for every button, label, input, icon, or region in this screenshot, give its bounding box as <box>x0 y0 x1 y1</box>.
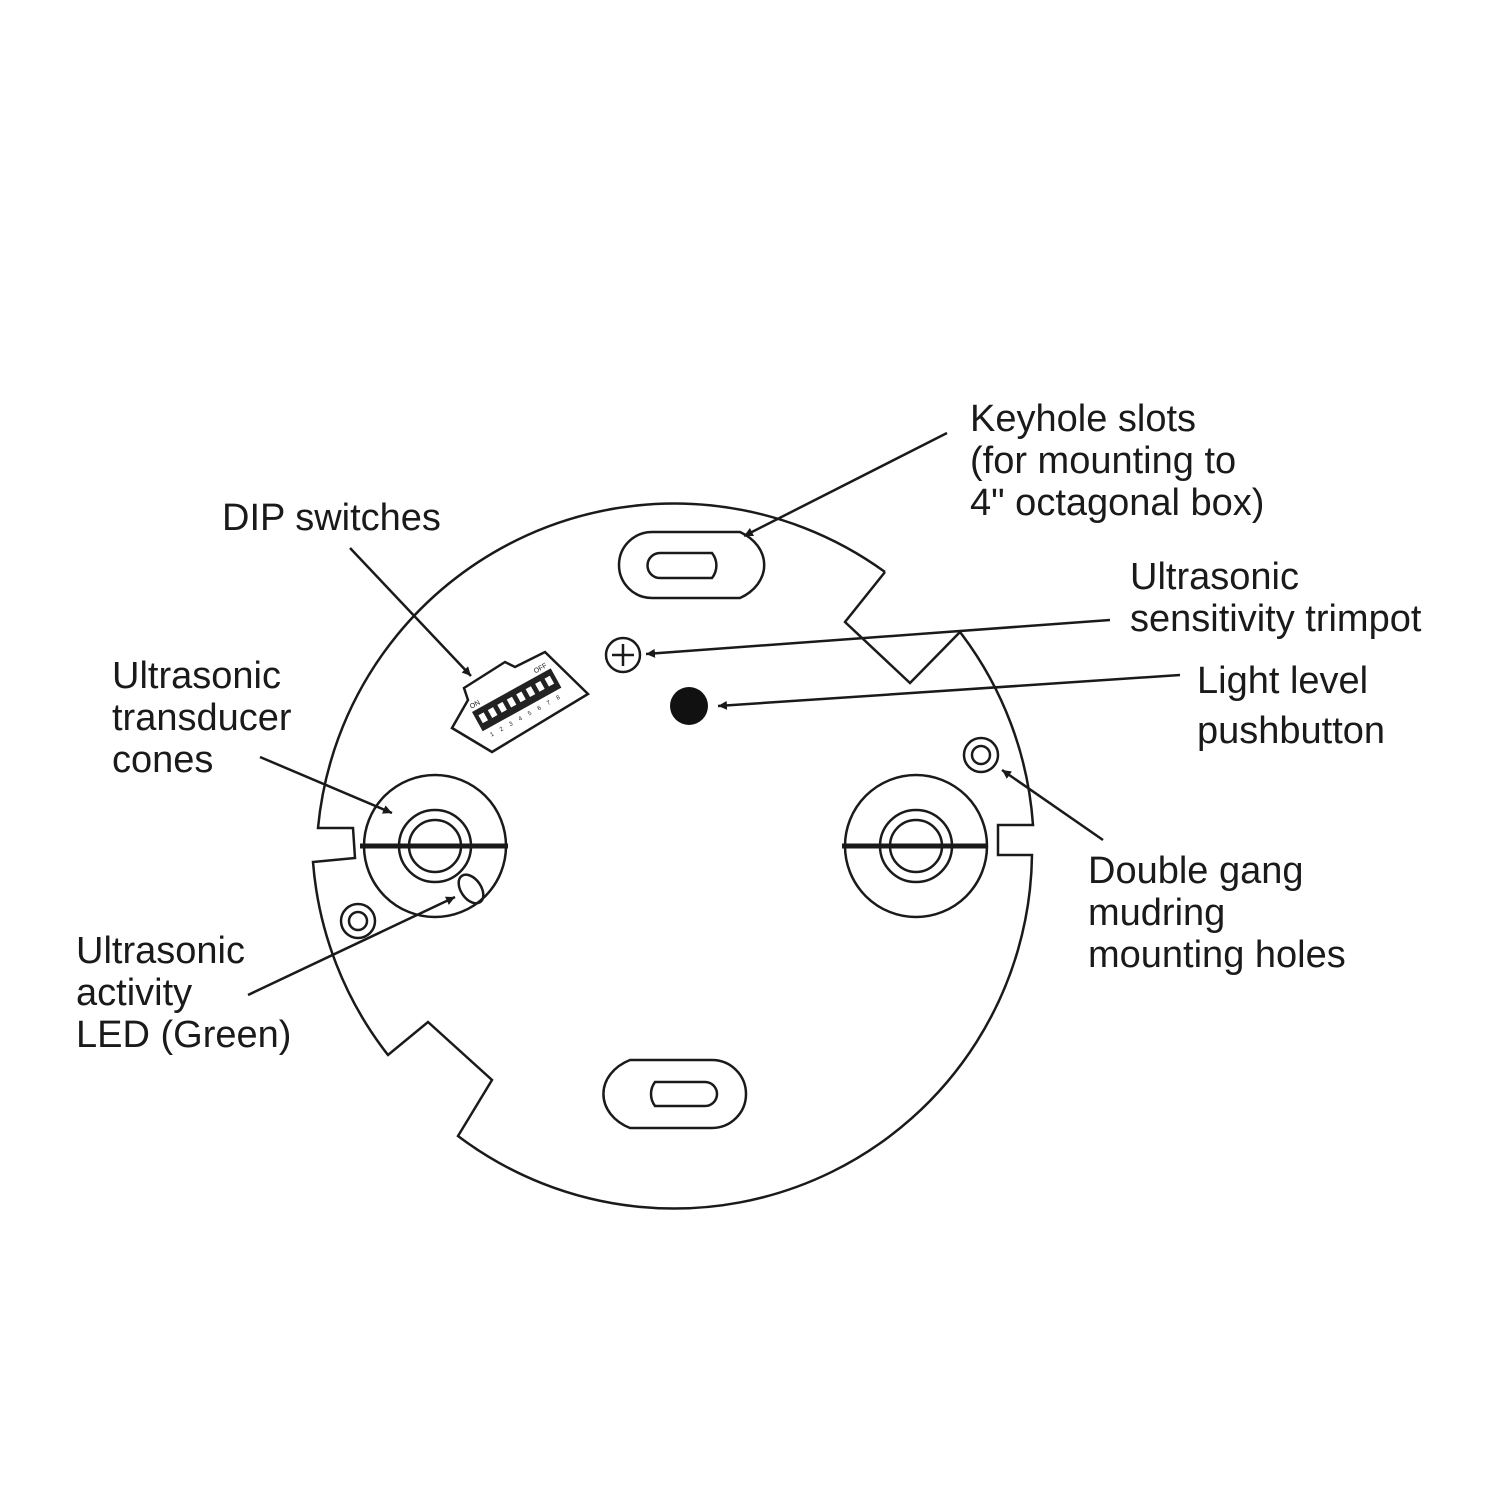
dip-toggle-3[interactable] <box>497 701 507 713</box>
label-mudring-holes: Double gang mudring mounting holes <box>1088 850 1346 976</box>
leader-cones <box>259 755 393 815</box>
leader-pushbutton <box>717 673 1181 710</box>
trimpot <box>604 636 642 674</box>
label-line: Keyhole slots <box>970 398 1197 440</box>
label-line: transducer <box>112 697 292 739</box>
leader-mudring <box>1001 768 1104 842</box>
label-pushbutton: Light level pushbutton <box>1197 656 1385 756</box>
dip-number-5: 5 <box>527 710 533 717</box>
dip-toggle-1[interactable] <box>478 712 489 724</box>
leader-trimpot <box>645 618 1111 658</box>
dip-toggle-5[interactable] <box>516 691 526 703</box>
label-line: LED (Green) <box>76 1014 292 1056</box>
label-line: mudring <box>1088 892 1226 934</box>
mudring-hole-right <box>962 736 1000 774</box>
dip-toggle-7[interactable] <box>535 680 545 692</box>
label-line: Ultrasonic <box>76 930 245 972</box>
dip-number-6: 6 <box>537 705 543 712</box>
label-line: cones <box>112 739 214 781</box>
label-line: (for mounting to <box>970 440 1237 482</box>
label-trimpot: Ultrasonic sensitivity trimpot <box>1130 556 1421 640</box>
dip-number-1: 1 <box>489 731 495 738</box>
keyhole-slot-bottom <box>602 1058 748 1130</box>
label-line: pushbutton <box>1197 710 1386 752</box>
transducer-cone-right <box>842 773 989 919</box>
dip-number-7: 7 <box>546 700 552 707</box>
label-transducer-cones: Ultrasonic transducer cones <box>112 655 292 781</box>
dip-number-3: 3 <box>508 721 514 728</box>
dip-number-8: 8 <box>556 695 562 702</box>
mudring-hole-left <box>339 902 377 940</box>
leader-dip <box>349 547 472 677</box>
label-keyhole-slots: Keyhole slots (for mounting to 4" octago… <box>970 398 1264 524</box>
light-level-pushbutton[interactable] <box>670 687 708 725</box>
dip-toggle-6[interactable] <box>525 686 536 698</box>
dip-switch-toggles[interactable] <box>478 675 555 724</box>
label-line: activity <box>76 972 193 1014</box>
label-line: 4" octagonal box) <box>970 482 1265 524</box>
label-line: Ultrasonic <box>112 655 281 697</box>
label-line: sensitivity trimpot <box>1130 598 1422 640</box>
leader-led <box>247 895 456 997</box>
label-dip-switches: DIP switches <box>222 497 441 539</box>
transducer-cone-left <box>360 773 508 919</box>
sensor-base-outline <box>311 502 1035 1210</box>
keyhole-slot-top <box>617 530 766 600</box>
dip-on-text: ON <box>469 699 482 710</box>
label-line: Double gang <box>1088 850 1304 892</box>
dip-number-2: 2 <box>499 726 505 733</box>
dip-toggle-4[interactable] <box>506 696 517 708</box>
ultrasonic-activity-led <box>457 873 485 905</box>
leader-keyhole <box>743 431 948 538</box>
label-line: Light level <box>1197 660 1369 702</box>
label-activity-led: Ultrasonic activity LED (Green) <box>76 930 291 1056</box>
label-line: mounting holes <box>1088 934 1346 976</box>
dip-number-4: 4 <box>518 716 524 723</box>
dip-toggle-8[interactable] <box>544 675 555 687</box>
dip-toggle-2[interactable] <box>487 707 498 718</box>
label-line: Ultrasonic <box>1130 556 1299 598</box>
label-line: DIP switches <box>222 497 441 539</box>
